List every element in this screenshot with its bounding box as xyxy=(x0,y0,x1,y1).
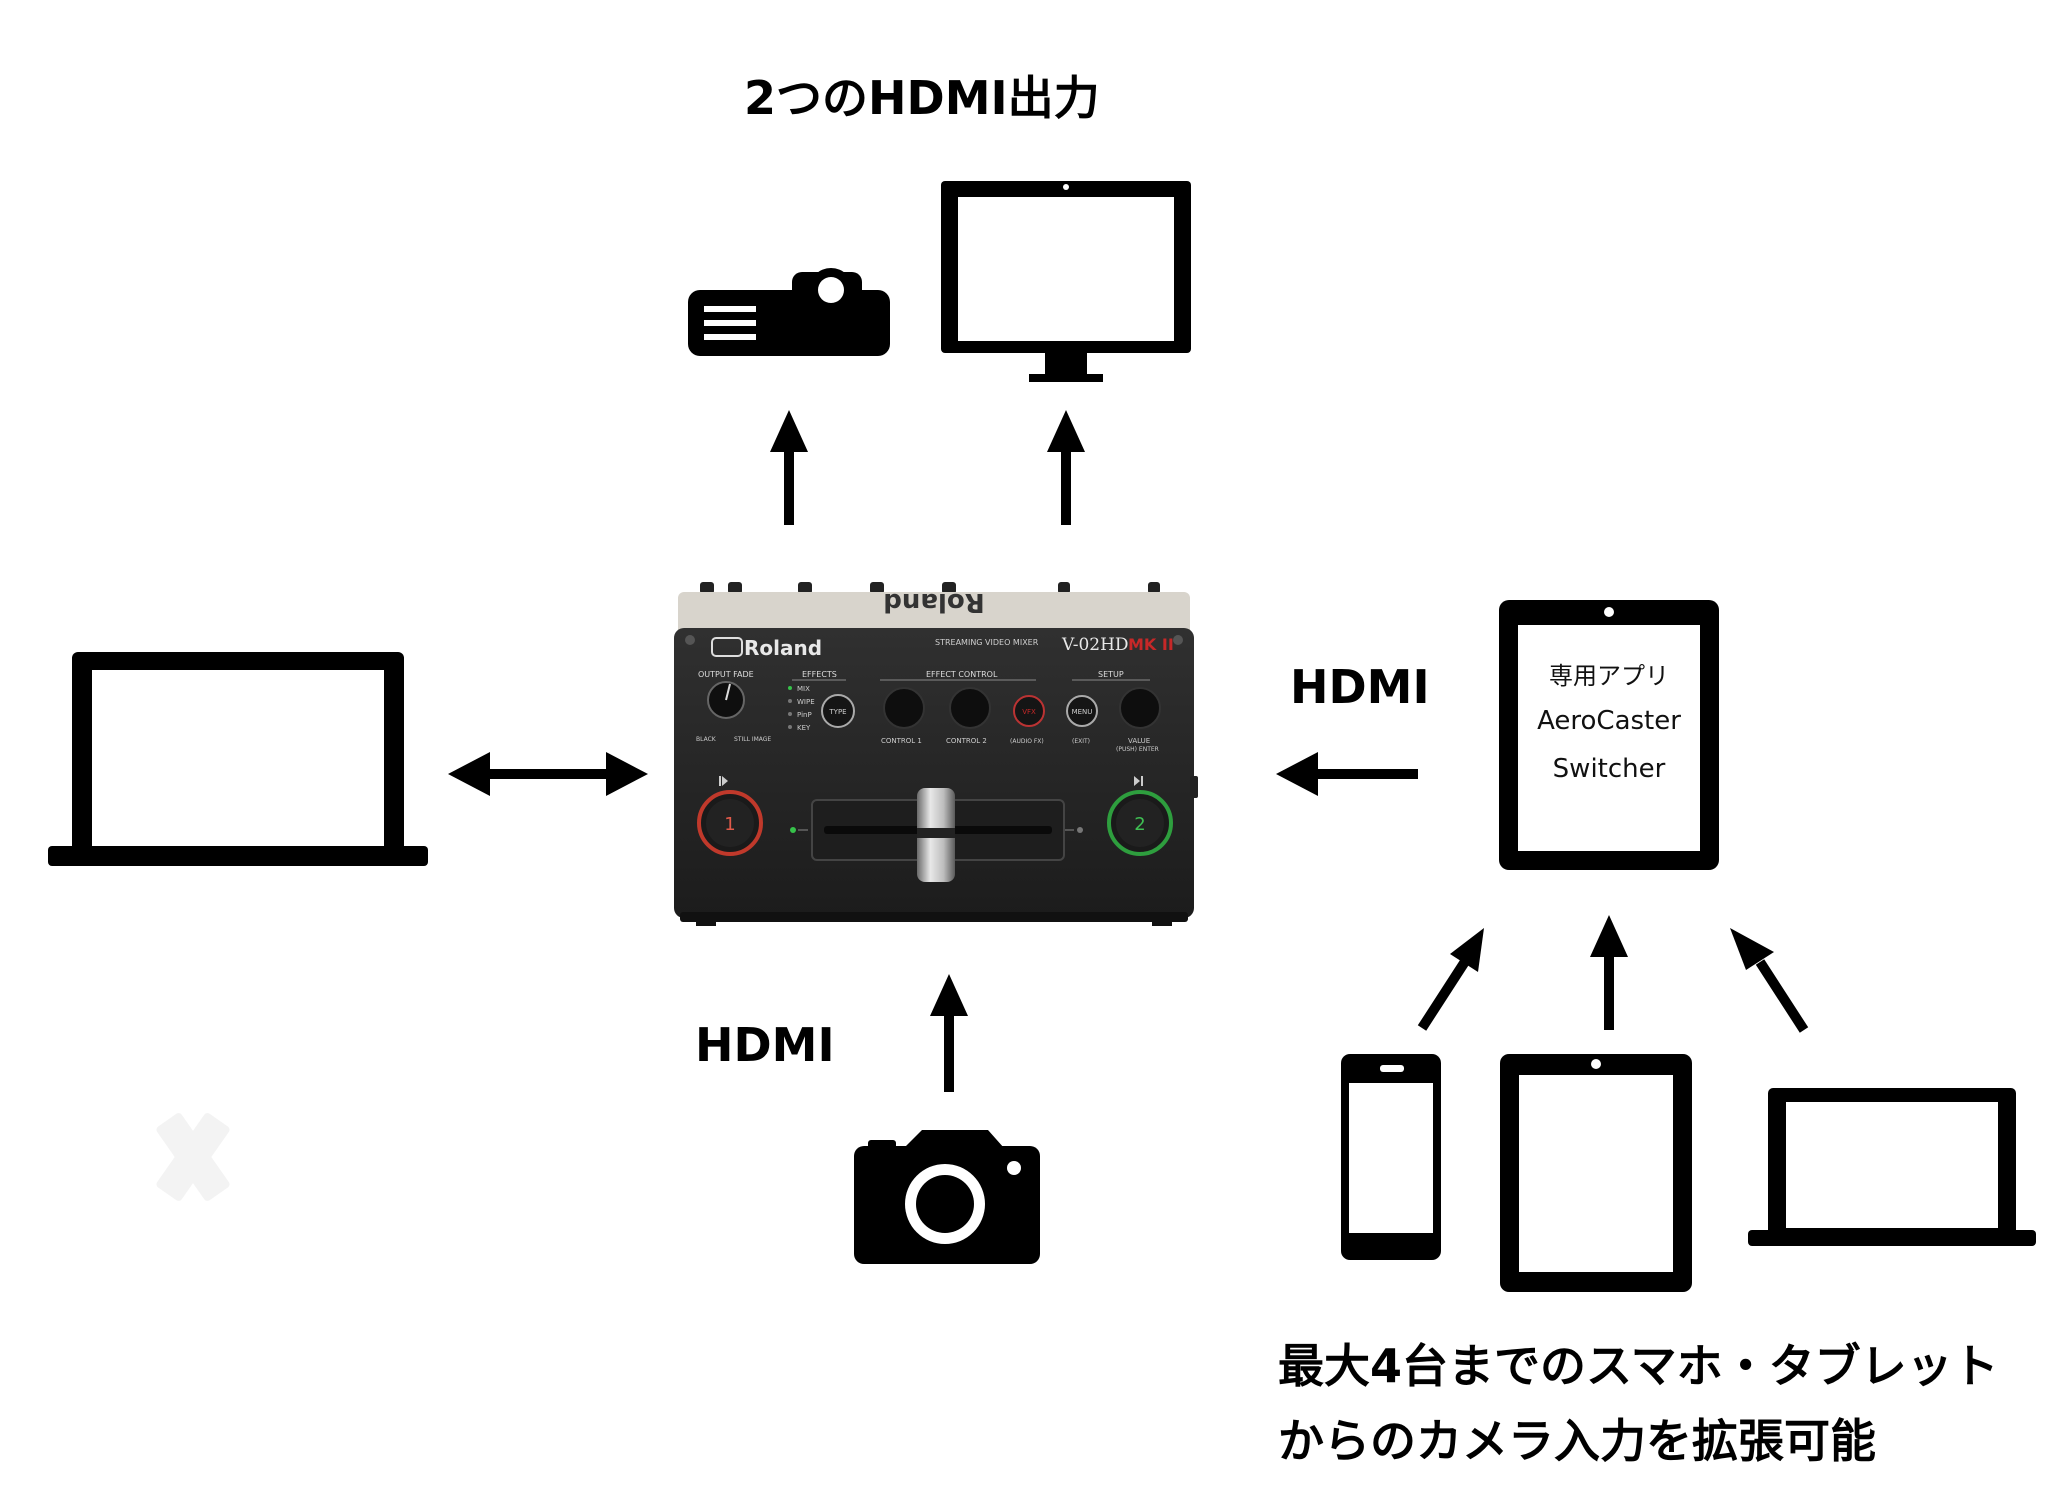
mixer-exit-label: (EXIT) xyxy=(1072,738,1090,745)
mixer-type-button-label: TYPE xyxy=(828,708,846,716)
monitor-icon xyxy=(941,181,1191,382)
caption-line1: 最大4台までのスマホ・タブレット xyxy=(1278,1339,1999,1393)
mixer-effect-mix: MIX xyxy=(797,685,810,693)
mixer-vfx-label: VFX xyxy=(1022,708,1036,716)
hdmi-right-label: HDMI xyxy=(1290,660,1430,714)
top-title-label: 2つのHDMI出力 xyxy=(744,71,1100,125)
arrow-up-from-camera xyxy=(930,974,968,1092)
tablet-icon-small xyxy=(1500,1054,1692,1292)
arrow-up-from-tablet xyxy=(1590,915,1628,1030)
tablet-app-line3: Switcher xyxy=(1552,754,1666,784)
mixer-button-1: 1 xyxy=(724,814,735,835)
laptop-icon-left xyxy=(48,652,428,866)
mixer-effect-pinp: PinP xyxy=(797,711,812,719)
mixer-still-image-label: STILL IMAGE xyxy=(734,736,771,743)
mixer-model: V-02HD xyxy=(1061,635,1129,655)
mixer-black-label: BLACK xyxy=(696,736,717,743)
camera-icon xyxy=(854,1130,1040,1264)
watermark-mark xyxy=(156,1113,230,1201)
laptop-icon-right xyxy=(1748,1088,2036,1246)
arrow-left-from-tablet xyxy=(1276,752,1418,796)
video-mixer: Roland Roland STREAMING VIDEO MIXER V-02… xyxy=(674,582,1198,926)
mixer-effect-wipe: WIPE xyxy=(797,698,815,706)
mixer-subtitle: STREAMING VIDEO MIXER xyxy=(935,638,1039,647)
mixer-control1-label: CONTROL 1 xyxy=(881,737,922,745)
mixer-button-2: 2 xyxy=(1134,814,1145,835)
mixer-model-suffix: MK II xyxy=(1128,635,1174,654)
phone-icon xyxy=(1341,1054,1441,1260)
arrow-diagonal-from-phone xyxy=(1417,928,1484,1031)
mixer-brand-mirrored: Roland xyxy=(883,587,984,617)
hdmi-bottom-label: HDMI xyxy=(695,1018,835,1072)
tablet-app-line1: 専用アプリ xyxy=(1549,662,1669,690)
projector-icon xyxy=(688,268,890,356)
tablet-app-line2: AeroCaster xyxy=(1537,706,1681,736)
mixer-control2-label: CONTROL 2 xyxy=(946,737,987,745)
mixer-output-fade-label: OUTPUT FADE xyxy=(698,670,754,679)
mixer-push-enter-label: (PUSH) ENTER xyxy=(1116,746,1159,753)
bidirectional-arrow xyxy=(448,752,648,796)
mixer-value-label: VALUE xyxy=(1128,737,1150,745)
arrow-diagonal-from-laptop xyxy=(1730,928,1809,1033)
mixer-audio-fx-label: (AUDIO FX) xyxy=(1010,738,1044,745)
arrow-up-to-projector xyxy=(770,410,808,525)
mixer-menu-label: MENU xyxy=(1072,708,1093,716)
mixer-brand: Roland xyxy=(744,636,822,660)
mixer-effect-control-label: EFFECT CONTROL xyxy=(926,670,998,679)
arrow-up-to-monitor xyxy=(1047,410,1085,525)
mixer-setup-label: SETUP xyxy=(1098,670,1124,679)
caption-line2: からのカメラ入力を拡張可能 xyxy=(1278,1414,1876,1468)
mixer-effects-label: EFFECTS xyxy=(802,670,837,679)
tablet-icon-app xyxy=(1499,600,1719,870)
mixer-effect-key: KEY xyxy=(797,724,811,732)
